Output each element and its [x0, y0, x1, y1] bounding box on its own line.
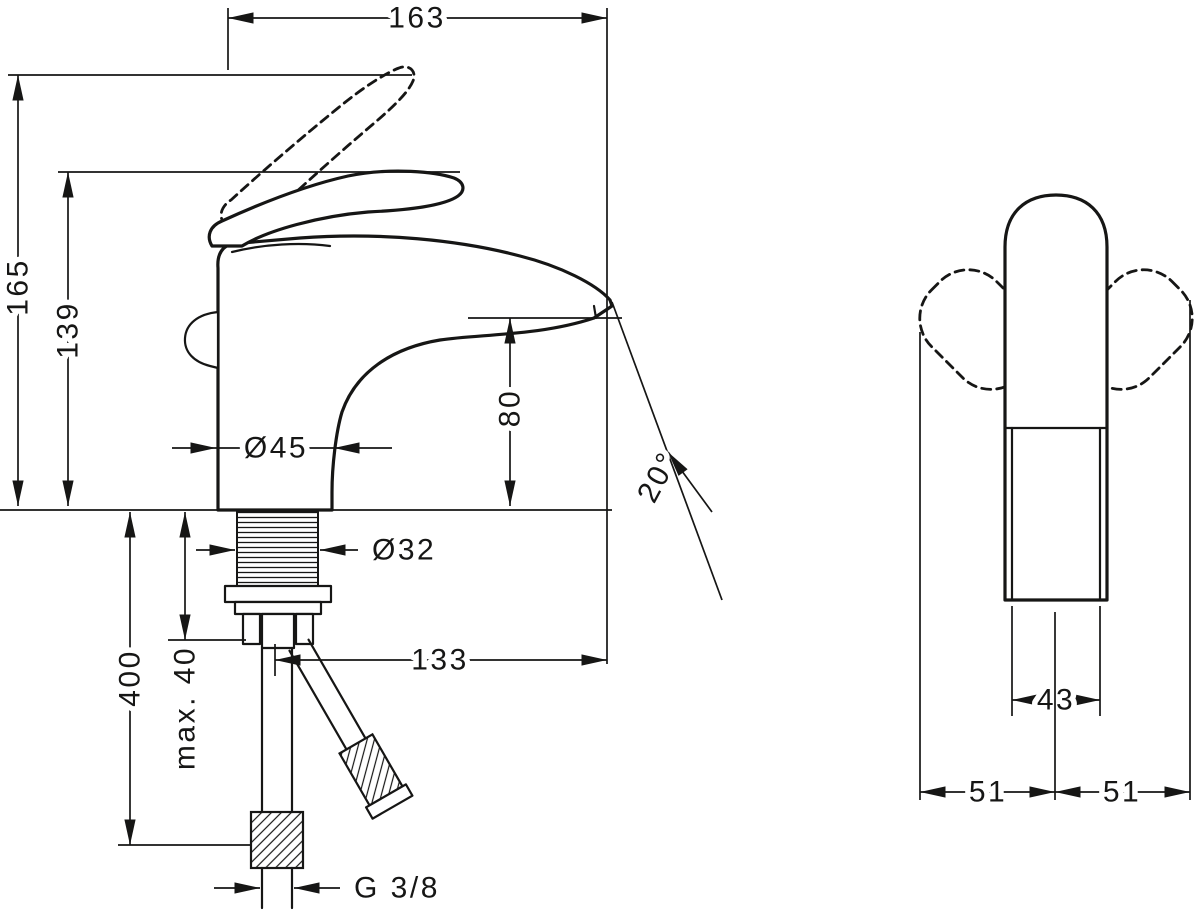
- dim-165: 165: [0, 74, 412, 506]
- lever-raised-dashed-outline: [219, 65, 416, 229]
- dim-diameter-45: Ø45: [172, 426, 392, 470]
- dim-80: 80: [468, 317, 622, 506]
- dim-51-left-label: 51: [969, 776, 1007, 809]
- lever-handle-outline: [207, 169, 465, 248]
- hose-end-cap: [364, 783, 414, 820]
- hose-lines: [288, 638, 367, 751]
- supply-hose-diagonal: [288, 638, 414, 820]
- aerator-line: [592, 304, 598, 320]
- faucet-front-view: [918, 193, 1194, 602]
- mounting-bolt-left: [241, 612, 262, 646]
- dimensions-side-view: 163 165 139 80 Ø45 Ø32: [0, 0, 723, 910]
- dim-max40-label: max. 40: [169, 646, 202, 770]
- dim-max-40: max. 40: [163, 512, 246, 776]
- front-body-inner-lines: [1010, 426, 1102, 602]
- body-collar-line: [230, 242, 332, 254]
- dim-51-51: 51 51: [919, 300, 1191, 814]
- dim-51-right-label: 51: [1103, 776, 1141, 809]
- dim-165-label: 165: [2, 258, 35, 316]
- angle-reference-line: [611, 301, 723, 601]
- angle-leader-arrow: [667, 451, 713, 513]
- dim-43-label: 43: [1037, 684, 1075, 717]
- dim-angle-20: 20°: [611, 301, 723, 601]
- supply-pipe-vertical: [260, 646, 294, 814]
- dim-diameter-32: Ø32: [196, 528, 439, 572]
- dim-45-label: Ø45: [244, 432, 308, 465]
- supply-pipe-fitting: [249, 810, 305, 870]
- threaded-shank: [236, 511, 319, 587]
- faucet-body-spout-outline: [216, 234, 614, 512]
- dim-32-label: Ø32: [372, 534, 436, 567]
- faucet-front-outline: [1003, 193, 1109, 602]
- dim-g38: G 3/8: [214, 866, 443, 910]
- dim-43: 43: [1011, 606, 1101, 722]
- mounting-bolt-right: [294, 612, 315, 646]
- supply-pipe-end: [260, 866, 294, 910]
- dim-163: 163: [227, 0, 608, 664]
- dimensions-front-view: 43 51 51: [919, 300, 1191, 814]
- dim-400: 400: [108, 512, 252, 846]
- dim-80-label: 80: [494, 389, 527, 427]
- mounting-washer: [233, 600, 323, 616]
- mounting-block: [260, 612, 296, 650]
- dim-g38-label: G 3/8: [354, 872, 440, 905]
- dim-133-label: 133: [411, 644, 469, 677]
- dim-139-label: 139: [52, 301, 85, 359]
- dim-163-label: 163: [388, 2, 446, 35]
- mounting-flange: [223, 584, 333, 604]
- popup-waste-lever: [183, 310, 220, 370]
- dim-400-label: 400: [114, 649, 147, 707]
- faucet-side-view: [0, 65, 614, 910]
- dim-133: 133: [274, 638, 607, 682]
- dim-139: 139: [46, 171, 460, 506]
